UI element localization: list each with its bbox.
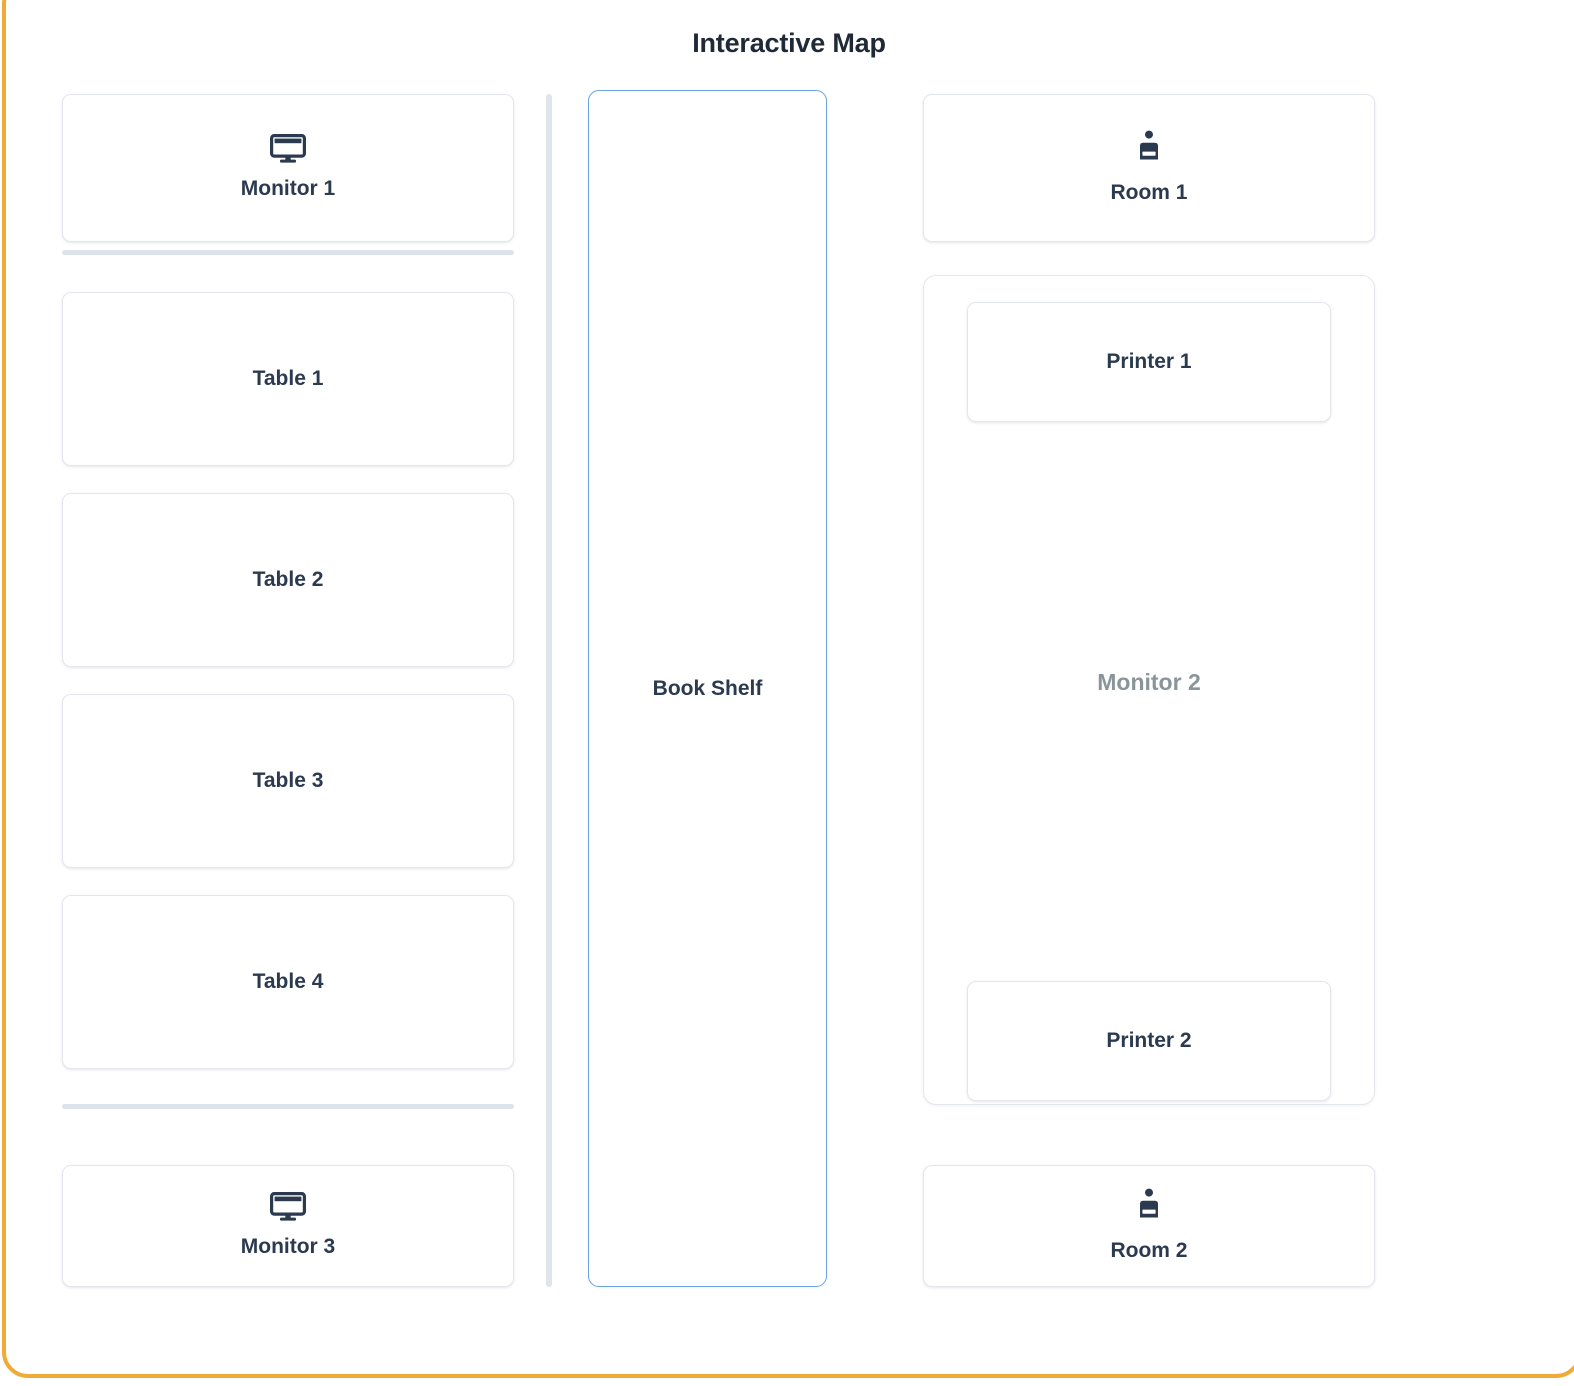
card-printer-2[interactable]: Printer 2 (967, 981, 1331, 1101)
card-table-1[interactable]: Table 1 (62, 292, 514, 466)
card-room-1[interactable]: Room 1 (923, 94, 1375, 242)
card-label: Monitor 3 (240, 1235, 336, 1259)
group-label: Monitor 2 (1097, 669, 1201, 695)
panel-book-shelf[interactable]: Book Shelf (588, 90, 827, 1287)
card-label: Table 2 (252, 568, 324, 592)
card-label: Table 1 (252, 367, 324, 391)
card-monitor-1[interactable]: Monitor 1 (62, 94, 514, 242)
card-table-2[interactable]: Table 2 (62, 493, 514, 667)
divider-center-vertical (546, 94, 552, 1287)
card-label: Room 1 (1110, 181, 1188, 205)
divider-left-bottom (62, 1104, 514, 1109)
card-label: Monitor 1 (240, 177, 336, 201)
card-label: Printer 2 (1106, 1029, 1192, 1053)
card-printer-1[interactable]: Printer 1 (967, 302, 1331, 422)
desktop-monitor-icon (270, 1192, 306, 1222)
card-label: Printer 1 (1106, 350, 1192, 374)
card-table-3[interactable]: Table 3 (62, 694, 514, 868)
card-table-4[interactable]: Table 4 (62, 895, 514, 1069)
shelf-label: Book Shelf (652, 676, 763, 700)
desktop-monitor-icon (270, 134, 306, 164)
card-monitor-3[interactable]: Monitor 3 (62, 1165, 514, 1287)
card-label: Room 2 (1110, 1239, 1188, 1263)
room-printer-icon (1129, 1188, 1169, 1226)
card-label: Table 3 (252, 769, 324, 793)
page-title: Interactive Map (692, 28, 886, 58)
divider-left-top (62, 250, 514, 255)
room-printer-icon (1129, 130, 1169, 168)
card-label: Table 4 (252, 970, 324, 994)
card-room-2[interactable]: Room 2 (923, 1165, 1375, 1287)
